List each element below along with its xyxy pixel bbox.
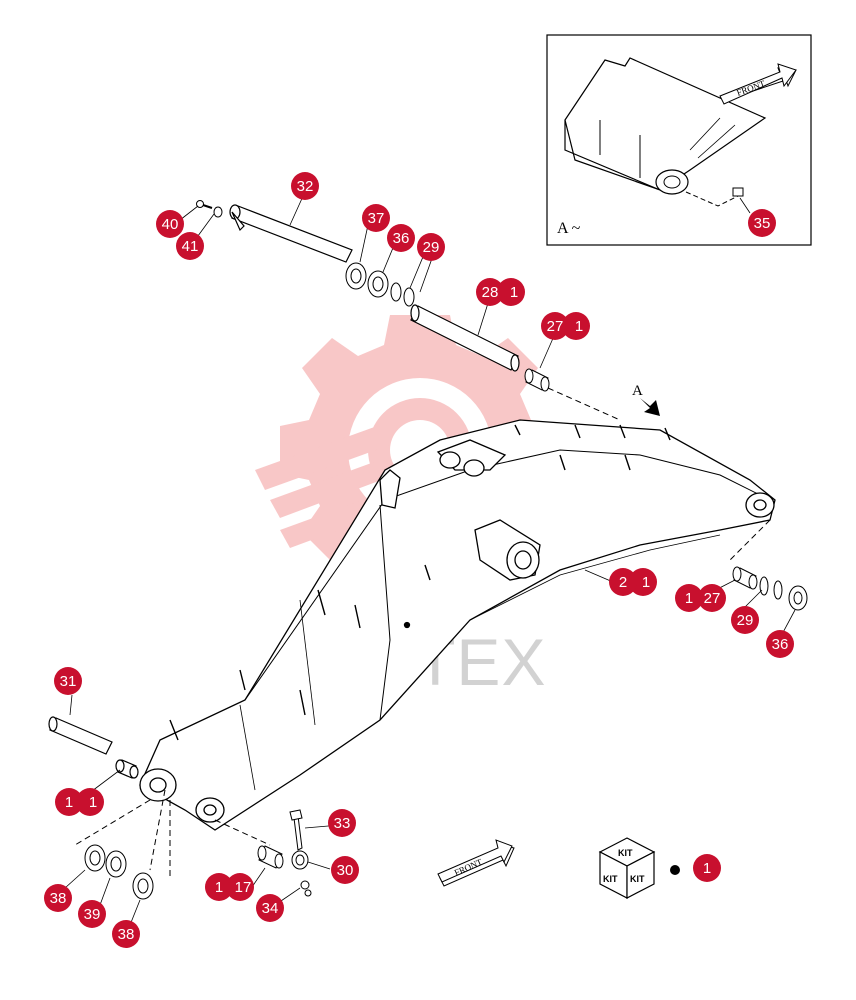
bushing-27 xyxy=(524,368,621,421)
svg-text:1: 1 xyxy=(642,574,650,591)
callout-33: 33 xyxy=(328,809,356,837)
bolt-40 xyxy=(196,200,223,218)
callout-40: 40 xyxy=(156,210,184,238)
boom-assembly xyxy=(139,419,776,831)
callout-38: 38 xyxy=(44,884,72,912)
svg-text:34: 34 xyxy=(262,900,279,917)
svg-text:38: 38 xyxy=(118,926,135,943)
svg-text:28: 28 xyxy=(482,284,499,301)
callouts: 32 40 41 37 36 29 1 28 1 27 1 2 27 1 2 xyxy=(44,172,794,948)
callout-34: 34 xyxy=(256,894,284,922)
washers-38-39 xyxy=(84,844,154,900)
kit-label-left: KIT xyxy=(603,874,618,884)
svg-text:1: 1 xyxy=(89,794,97,811)
svg-text:41: 41 xyxy=(182,238,199,255)
svg-text:2: 2 xyxy=(619,574,627,591)
callout-37: 37 xyxy=(362,204,390,232)
callout-27: 1 27 xyxy=(541,312,590,340)
kit-cube-icon: KIT KIT KIT xyxy=(598,837,656,899)
callout-36-right: 36 xyxy=(766,630,794,658)
svg-text:35: 35 xyxy=(754,215,771,232)
foot-dashed-leaders xyxy=(74,789,271,880)
svg-text:31: 31 xyxy=(60,673,77,690)
svg-text:27: 27 xyxy=(547,318,564,335)
svg-text:39: 39 xyxy=(84,906,101,923)
view-a-arrow-icon xyxy=(640,398,660,416)
callout-1-left: 1 1 xyxy=(55,788,104,816)
callout-35: 35 xyxy=(748,209,776,237)
inset-front-arrow-icon: FRONT xyxy=(719,63,797,105)
svg-text:38: 38 xyxy=(50,890,67,907)
callout-30: 30 xyxy=(331,856,359,884)
callout-27-right: 27 1 xyxy=(675,584,726,612)
svg-text:36: 36 xyxy=(772,636,789,653)
kit-label-top: KIT xyxy=(618,848,633,858)
svg-text:1: 1 xyxy=(65,794,73,811)
callout-39: 39 xyxy=(78,900,106,928)
svg-text:33: 33 xyxy=(334,815,351,832)
inset-label: A ~ xyxy=(557,220,581,237)
callout-28: 1 28 xyxy=(476,278,525,306)
callout-36: 36 xyxy=(387,224,415,252)
kit-label-right: KIT xyxy=(630,874,645,884)
svg-text:30: 30 xyxy=(337,862,354,879)
pin-31 xyxy=(48,716,139,779)
pin-28 xyxy=(410,304,520,372)
view-a-label: A xyxy=(632,383,643,399)
svg-text:36: 36 xyxy=(393,230,410,247)
kit-bullet-icon xyxy=(670,865,680,875)
callout-1-kit: 1 xyxy=(693,854,721,882)
callout-29: 29 xyxy=(417,233,445,261)
bushing-17-parts xyxy=(257,809,312,897)
right-end-parts xyxy=(729,519,808,611)
svg-text:1: 1 xyxy=(703,860,711,877)
inset-detail-a: FRONT A ~ xyxy=(546,34,812,246)
view-a-marker: A xyxy=(632,383,660,416)
svg-text:1: 1 xyxy=(575,318,583,335)
front-arrow-icon: FRONT xyxy=(437,839,515,887)
svg-text:32: 32 xyxy=(297,178,314,195)
svg-text:29: 29 xyxy=(423,239,440,256)
callout-32: 32 xyxy=(291,172,319,200)
svg-text:27: 27 xyxy=(704,590,721,607)
pin-32 xyxy=(229,204,353,263)
svg-text:1: 1 xyxy=(685,590,693,607)
svg-text:1: 1 xyxy=(215,879,223,896)
callout-2: 1 2 xyxy=(609,568,657,596)
callout-38-b: 38 xyxy=(112,920,140,948)
callout-41: 41 xyxy=(176,232,204,260)
callout-31: 31 xyxy=(54,667,82,695)
svg-text:17: 17 xyxy=(235,879,252,896)
svg-text:40: 40 xyxy=(162,216,179,233)
svg-text:29: 29 xyxy=(737,612,754,629)
callout-17: 17 1 xyxy=(205,873,254,901)
washers-37-36 xyxy=(345,262,415,307)
callout-29-right: 29 xyxy=(731,606,759,634)
svg-text:37: 37 xyxy=(368,210,385,227)
svg-text:1: 1 xyxy=(510,284,518,301)
inset-front-label: FRONT xyxy=(735,78,767,98)
